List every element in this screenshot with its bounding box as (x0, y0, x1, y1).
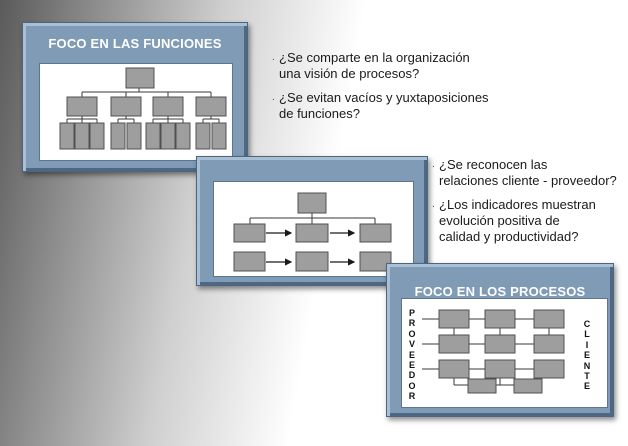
bullet-mark: . (432, 159, 435, 170)
process-box (359, 251, 392, 272)
process-box (484, 334, 516, 354)
customer-letter: L (584, 329, 590, 340)
functions-panel: FOCO EN LAS FUNCIONES (22, 22, 248, 172)
org-box (195, 96, 227, 117)
process-box (484, 309, 516, 329)
supplier-letter: E (408, 360, 415, 371)
question-text: ¿Se reconocen las relaciones cliente - p… (439, 157, 617, 188)
question-item: . ¿Se comparte en la organización una vis… (272, 50, 489, 82)
org-box (89, 122, 105, 150)
question-text: ¿Se comparte en la organización una visi… (279, 50, 470, 81)
org-box (126, 122, 142, 150)
process-box (533, 334, 565, 354)
customer-letter: C (583, 319, 591, 329)
question-text: ¿Se evitan vacíos y yuxtaposiciones de f… (279, 90, 489, 121)
process-box (438, 309, 470, 329)
question-item: . ¿Se evitan vacíos y yuxtaposiciones de … (272, 90, 489, 122)
org-box (66, 96, 98, 117)
transition-svg (233, 192, 392, 272)
org-box (74, 122, 90, 150)
org-box (145, 122, 161, 150)
process-box (233, 251, 266, 272)
process-box (295, 223, 329, 243)
org-box (195, 122, 211, 150)
org-box (59, 122, 75, 150)
supplier-letter: R (408, 318, 416, 329)
process-box (359, 223, 392, 243)
customer-letter: I (585, 339, 589, 350)
process-box (297, 192, 327, 214)
transition-diagram (213, 181, 414, 277)
bullet-mark: . (272, 92, 275, 103)
question-item: . ¿Se reconocen las relaciones cliente - … (432, 157, 617, 189)
supplier-letter: P (408, 308, 415, 318)
questions-mid: . ¿Se reconocen las relaciones cliente - … (432, 157, 617, 253)
process-box (533, 359, 565, 379)
question-text: ¿Los indicadores muestran evolución posi… (439, 197, 596, 244)
supplier-letter: O (408, 380, 416, 391)
process-box (533, 309, 565, 329)
customer-letter: T (584, 371, 590, 382)
supplier-letter: D (408, 370, 416, 381)
transition-panel (196, 156, 428, 286)
customer-letter: N (583, 360, 591, 371)
org-box (211, 122, 227, 150)
process-box (438, 334, 470, 354)
org-chart-svg (59, 67, 227, 150)
question-item: . ¿Los indicadores muestran evolución pos… (432, 197, 617, 245)
supplier-letter: V (408, 339, 415, 350)
org-box (110, 96, 142, 117)
processes-svg (422, 309, 565, 394)
process-box (467, 378, 497, 394)
bullet-mark: . (272, 52, 275, 63)
org-box (125, 67, 155, 89)
functions-org-chart (39, 63, 233, 161)
process-box (233, 223, 266, 243)
org-box (175, 122, 191, 150)
supplier-letter: R (408, 391, 416, 402)
customer-letter: E (583, 381, 590, 392)
questions-top: . ¿Se comparte en la organización una vis… (272, 50, 489, 130)
bullet-mark: . (432, 199, 435, 210)
supplier-letter: E (408, 349, 415, 360)
processes-panel-title: FOCO EN LOS PROCESOS (414, 284, 586, 299)
org-box (152, 96, 184, 117)
supplier-letter: O (408, 328, 416, 339)
functions-panel-title: FOCO EN LAS FUNCIONES (48, 36, 222, 51)
customer-letter: E (583, 350, 590, 361)
process-box (484, 359, 516, 379)
process-box (438, 359, 470, 379)
org-box (110, 122, 126, 150)
process-box (295, 251, 329, 272)
process-box (513, 378, 543, 394)
org-box (160, 122, 176, 150)
